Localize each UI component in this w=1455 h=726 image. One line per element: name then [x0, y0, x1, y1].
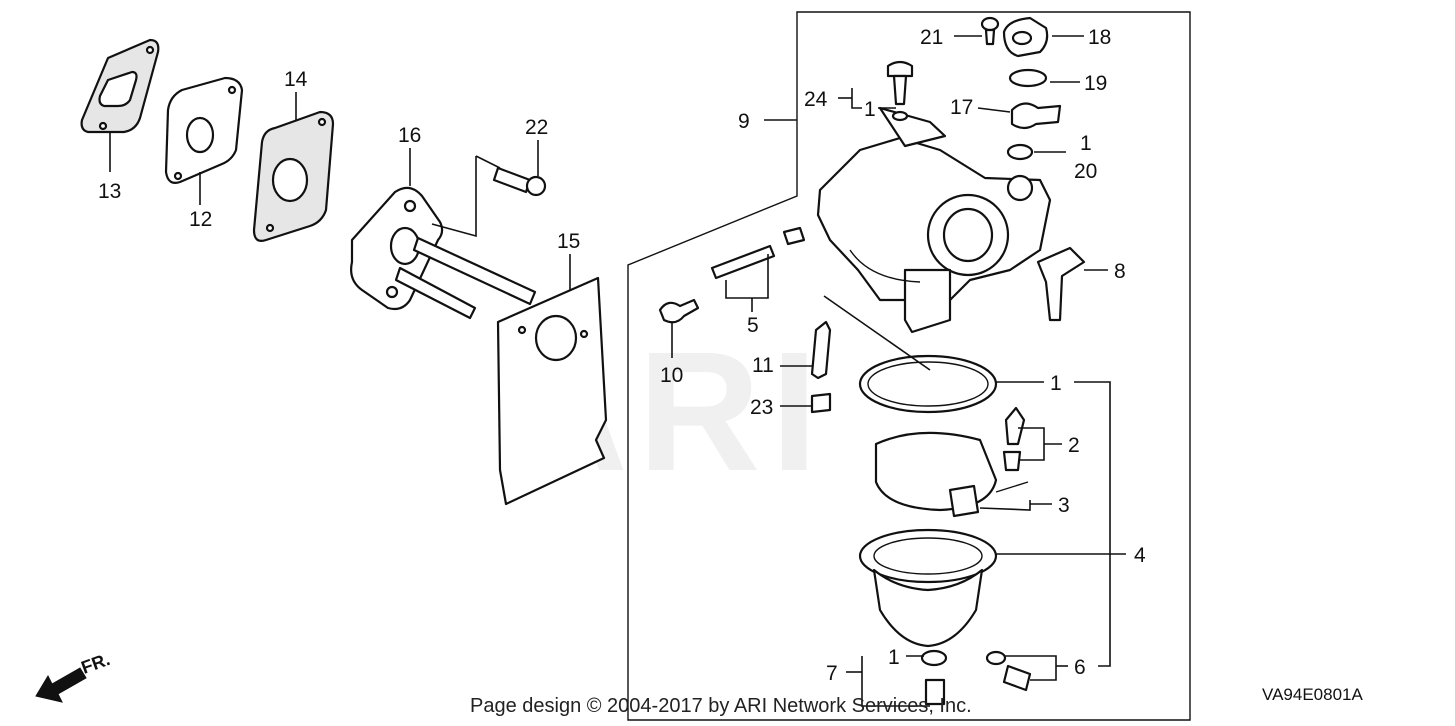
callout-14[interactable]: 14	[284, 68, 308, 91]
callout-6[interactable]: 6	[1074, 656, 1086, 679]
callout-3[interactable]: 3	[1058, 494, 1070, 517]
screw-10-icon[interactable]	[658, 298, 700, 324]
footer-copyright: Page design © 2004-2017 by ARI Network S…	[470, 695, 972, 717]
callout-11[interactable]: 11	[752, 354, 774, 377]
callout-19[interactable]: 19	[1084, 72, 1107, 95]
callout-15[interactable]: 15	[557, 230, 580, 253]
carburetor-body-icon[interactable]	[816, 106, 1052, 334]
plate-18-icon[interactable]	[1002, 16, 1049, 58]
callout-1-top[interactable]: 1	[864, 98, 876, 121]
callout-10[interactable]: 10	[660, 364, 683, 387]
callout-22[interactable]: 22	[525, 116, 548, 139]
callout-7[interactable]: 7	[826, 662, 838, 685]
float-bowl-4-icon[interactable]	[858, 528, 998, 648]
o-ring-1-icon[interactable]	[858, 354, 998, 414]
callout-5[interactable]: 5	[747, 314, 759, 337]
callout-1-bottom[interactable]: 1	[888, 646, 900, 669]
callout-1-mid[interactable]: 1	[1050, 372, 1062, 395]
heat-shield-15-icon[interactable]	[496, 276, 608, 506]
bolt-7-icon[interactable]	[920, 649, 948, 706]
callout-8[interactable]: 8	[1114, 260, 1126, 283]
callout-1-right[interactable]: 1	[1080, 132, 1092, 155]
callout-4[interactable]: 4	[1134, 544, 1146, 567]
front-label: FR.	[79, 649, 113, 678]
ring-19-icon[interactable]	[1008, 68, 1048, 88]
screw-24-icon[interactable]	[886, 60, 914, 122]
callout-9[interactable]: 9	[738, 110, 750, 133]
callout-23[interactable]: 23	[750, 396, 773, 419]
screw-5-icon[interactable]	[710, 226, 806, 280]
holder-17-icon[interactable]	[1010, 102, 1062, 130]
diagram-code: VA94E0801A	[1262, 685, 1363, 704]
gasket-13-icon[interactable]	[80, 38, 160, 134]
jet-23-icon[interactable]	[810, 392, 832, 414]
callout-12[interactable]: 12	[189, 208, 212, 231]
callout-13[interactable]: 13	[98, 180, 121, 203]
insulator-14-icon[interactable]	[252, 110, 335, 242]
callout-2[interactable]: 2	[1068, 434, 1080, 457]
callout-24[interactable]: 24	[804, 88, 828, 111]
bolt-22-icon[interactable]	[492, 166, 547, 197]
needle-2-icon[interactable]	[1002, 406, 1026, 472]
screw-6-icon[interactable]	[985, 650, 1032, 692]
float-arm-8-icon[interactable]	[1036, 246, 1086, 322]
callout-21[interactable]: 21	[920, 26, 943, 49]
arrow-left-down-icon	[35, 667, 87, 703]
callouts: 13 12 14 16 22 15 9 24 1 21 18 19 17 1 2…	[98, 26, 1146, 685]
washer-20-icon[interactable]	[1006, 143, 1034, 161]
assembly-boundary	[627, 11, 1191, 721]
front-indicator: FR.	[35, 649, 113, 703]
leader-lines	[109, 35, 1126, 707]
callout-20[interactable]: 20	[1074, 160, 1097, 183]
callout-17[interactable]: 17	[950, 96, 973, 119]
float-3-icon[interactable]	[874, 431, 1029, 518]
screw-21-icon[interactable]	[980, 16, 1000, 46]
callout-18[interactable]: 18	[1088, 26, 1111, 49]
stud-plate-16-icon[interactable]	[350, 186, 537, 320]
gasket-12-icon[interactable]	[164, 76, 244, 184]
jet-11-icon[interactable]	[810, 320, 832, 380]
callout-16[interactable]: 16	[398, 124, 421, 147]
